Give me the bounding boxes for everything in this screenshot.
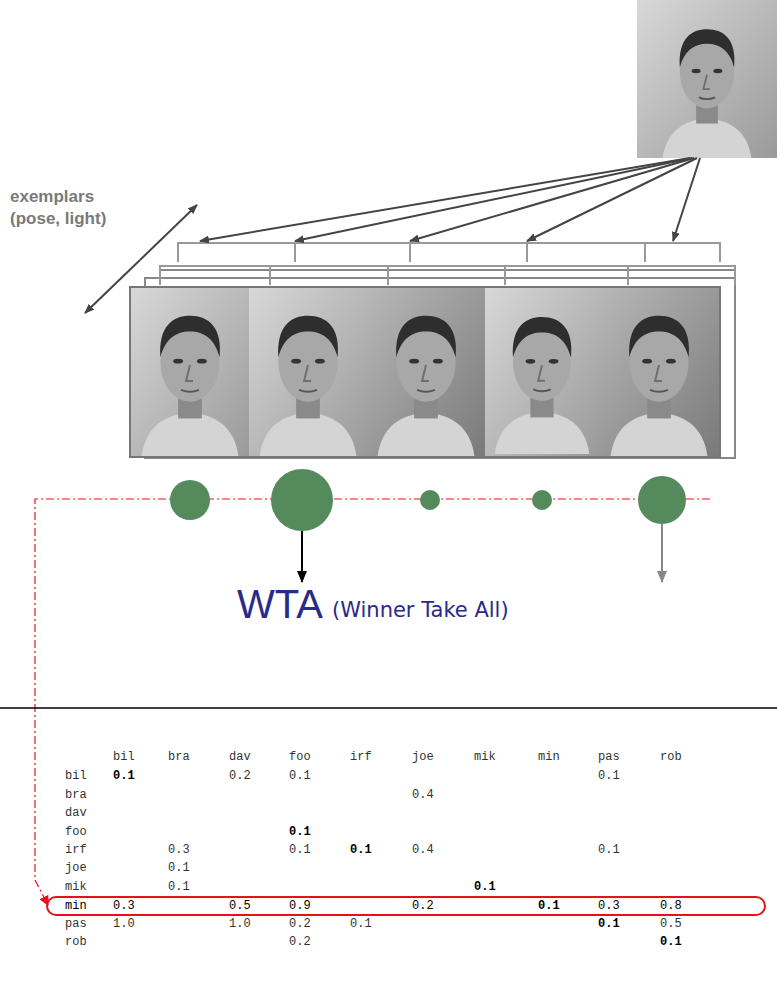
wta-title: WTA xyxy=(237,584,323,624)
row-header: irf xyxy=(65,843,87,857)
table-cell: 0.3 xyxy=(168,843,190,857)
column-header: bil xyxy=(113,750,135,764)
table-cell: 0.5 xyxy=(660,917,682,931)
table-cell: 0.2 xyxy=(412,899,434,913)
table-cell: 0.1 xyxy=(598,843,620,857)
table-cell: 0.2 xyxy=(229,769,251,783)
table-cell: 0.1 xyxy=(474,880,496,894)
table-cell: 0.1 xyxy=(598,769,620,783)
wta-subtitle: (Winner Take All) xyxy=(332,598,509,622)
table-cell: 0.1 xyxy=(598,917,620,931)
column-header: joe xyxy=(412,750,434,764)
table-cell: 0.1 xyxy=(350,843,372,857)
column-header: dav xyxy=(229,750,251,764)
table-cell: 0.1 xyxy=(168,880,190,894)
row-header: min xyxy=(65,899,87,913)
column-header: bra xyxy=(168,750,190,764)
table-cell: 0.1 xyxy=(289,825,311,839)
table-cell: 1.0 xyxy=(229,917,251,931)
table-cell: 0.9 xyxy=(289,899,311,913)
row-header: rob xyxy=(65,935,87,949)
table-cell: 0.5 xyxy=(229,899,251,913)
table-cell: 0.3 xyxy=(598,899,620,913)
row-header: pas xyxy=(65,917,87,931)
table-cell: 0.8 xyxy=(660,899,682,913)
table-cell: 0.1 xyxy=(113,769,135,783)
table-cell: 1.0 xyxy=(113,917,135,931)
row-header: mik xyxy=(65,880,87,894)
table-cell: 0.1 xyxy=(350,917,372,931)
exemplars-caption: exemplars (pose, light) xyxy=(10,186,128,230)
row-header: foo xyxy=(65,825,87,839)
column-header: mik xyxy=(474,750,496,764)
column-header: foo xyxy=(289,750,311,764)
table-cell: 0.1 xyxy=(538,899,560,913)
column-header: rob xyxy=(660,750,682,764)
table-cell: 0.1 xyxy=(289,769,311,783)
table-cell: 0.1 xyxy=(168,861,190,875)
table-cell: 0.4 xyxy=(412,843,434,857)
column-header: min xyxy=(538,750,560,764)
row-header: dav xyxy=(65,806,87,820)
table-cell: 0.3 xyxy=(113,899,135,913)
highlight-row: min 0.3 0.5 0.9 0.2 0.1 0.3 0.8 xyxy=(46,896,766,916)
row-header: joe xyxy=(65,861,87,875)
table-cell: 0.4 xyxy=(412,788,434,802)
table-cell: 0.2 xyxy=(289,917,311,931)
table-cell: 0.2 xyxy=(289,935,311,949)
row-header: bil xyxy=(65,769,87,783)
column-header: irf xyxy=(350,750,372,764)
table-cell: 0.1 xyxy=(660,935,682,949)
column-header: pas xyxy=(598,750,620,764)
table-cell: 0.1 xyxy=(289,843,311,857)
row-header: bra xyxy=(65,788,87,802)
